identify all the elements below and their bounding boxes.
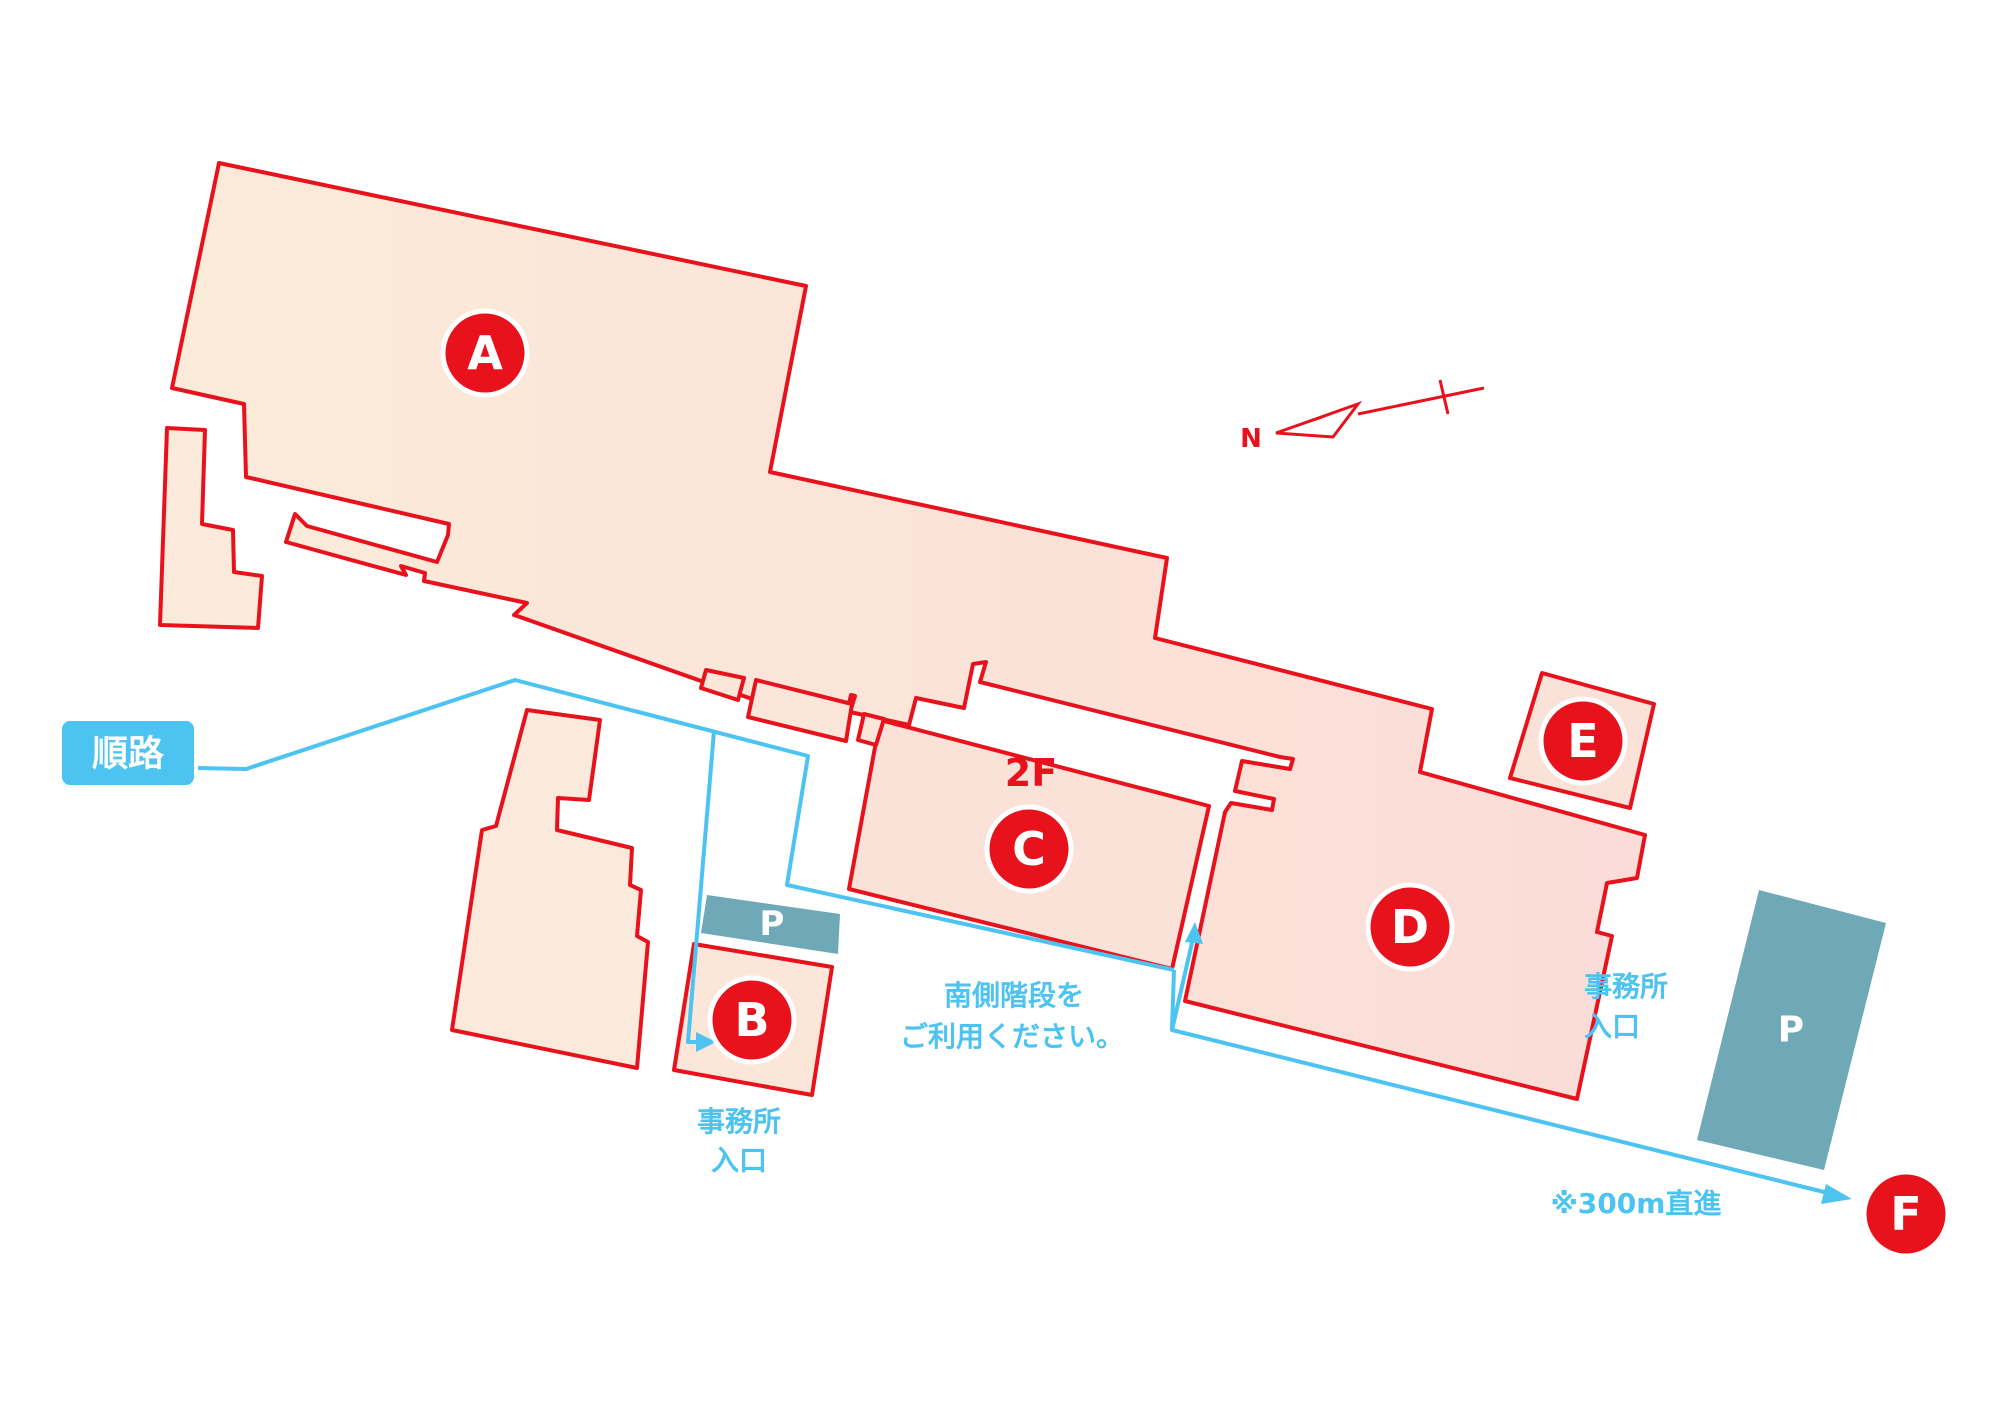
office-d-entrance-line2: 入口	[1584, 1010, 1640, 1043]
svg-text:B: B	[734, 993, 769, 1047]
route-arrow-f	[1821, 1184, 1852, 1204]
svg-text:C: C	[1012, 822, 1046, 876]
office-d-entrance-line1: 事務所	[1584, 970, 1668, 1003]
badge-c[interactable]: C	[984, 804, 1074, 894]
compass-north-label: N	[1240, 424, 1262, 454]
svg-text:D: D	[1391, 900, 1429, 954]
building-c-floor-label: 2F	[1005, 751, 1057, 795]
route-to-d	[1170, 933, 1196, 1031]
connector-block-1	[699, 668, 746, 702]
parking-small[interactable]	[701, 895, 840, 954]
connector-block-3	[856, 712, 886, 747]
building-a-d-outline[interactable]	[170, 161, 1647, 1101]
parking-large[interactable]	[1697, 890, 1886, 1170]
route-arrow-d	[1185, 922, 1203, 944]
badge-b[interactable]: B	[707, 975, 797, 1065]
legend-route-label: 順路	[92, 734, 165, 775]
building-southwest[interactable]	[450, 708, 650, 1070]
svg-text:F: F	[1890, 1187, 1921, 1241]
legend-route-box	[62, 721, 194, 785]
stairs-note-line2: ご利用ください。	[900, 1020, 1124, 1053]
badge-a[interactable]: A	[440, 308, 530, 398]
badge-e[interactable]: E	[1538, 696, 1628, 786]
building-west-small[interactable]	[158, 426, 264, 630]
office-b-entrance-line1: 事務所	[697, 1105, 781, 1138]
badge-f[interactable]: F	[1861, 1169, 1951, 1259]
north-arrow-icon	[1275, 379, 1485, 439]
badge-d[interactable]: D	[1365, 882, 1455, 972]
route-legend-connector	[197, 678, 1175, 972]
straight-300m-note: ※300m直進	[1551, 1187, 1722, 1220]
connector-block-2	[746, 678, 854, 743]
stairs-note-line1: 南側階段を	[944, 979, 1084, 1012]
parking-small-label: P	[760, 904, 785, 944]
parking-large-label: P	[1778, 1010, 1804, 1051]
route-arrow-b	[696, 1032, 716, 1052]
svg-text:A: A	[467, 326, 503, 380]
office-b-entrance-line2: 入口	[711, 1144, 767, 1177]
route-to-f	[1170, 969, 1837, 1197]
svg-text:E: E	[1567, 714, 1598, 768]
